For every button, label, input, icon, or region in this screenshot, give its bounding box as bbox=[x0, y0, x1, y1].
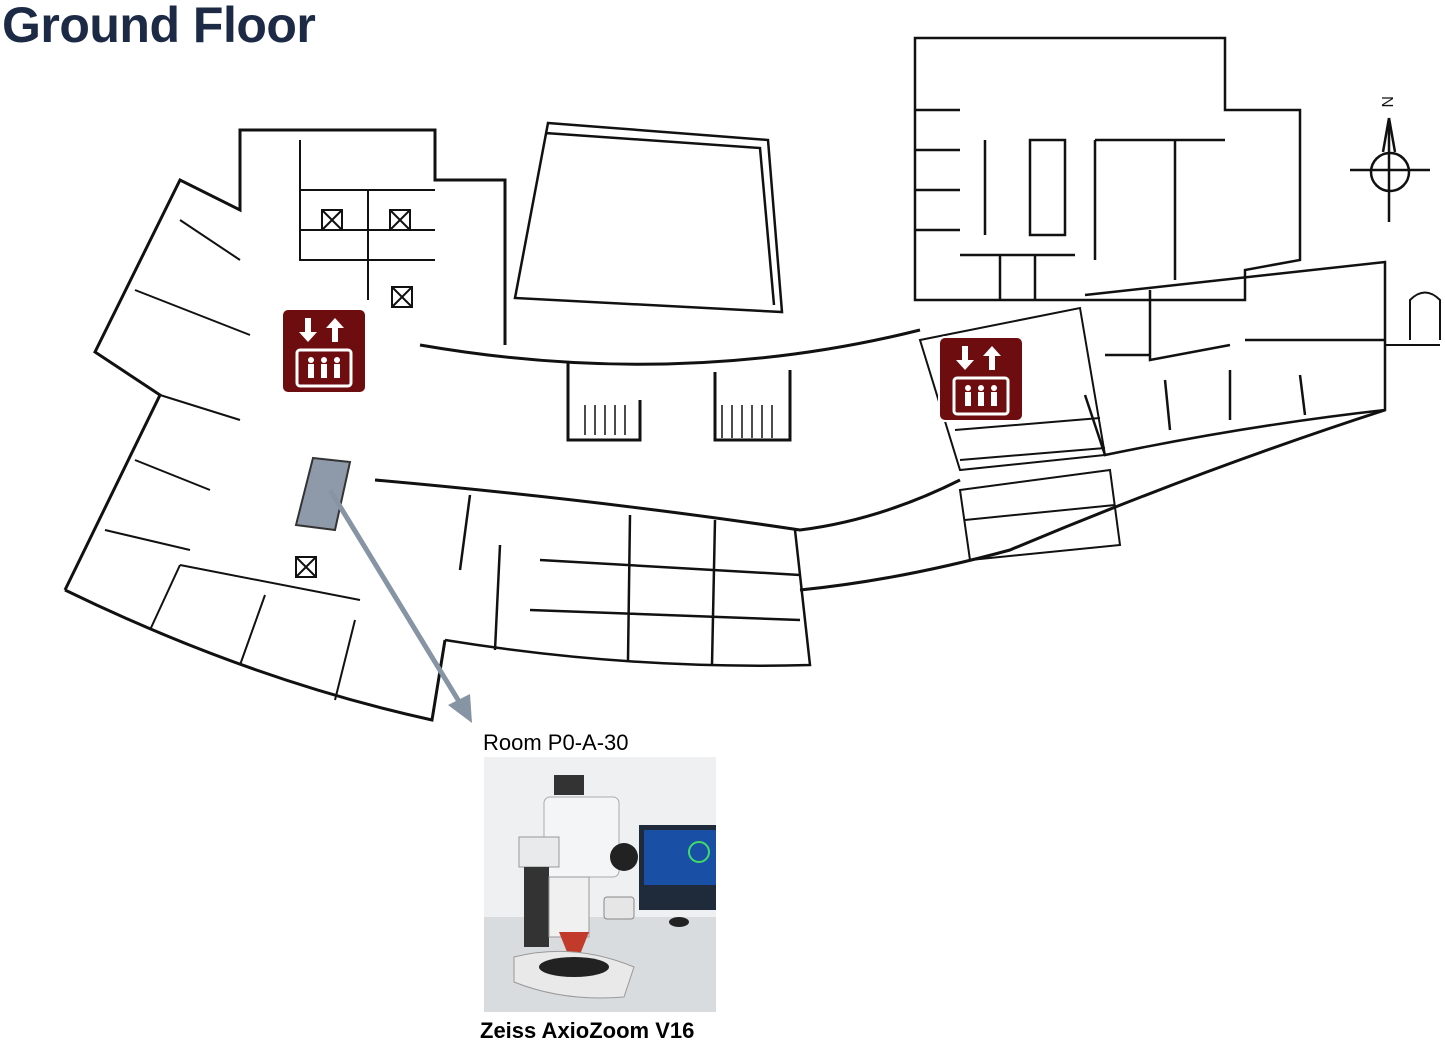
pointer-arrow bbox=[327, 488, 466, 710]
elevator-icon bbox=[283, 310, 365, 392]
south-east-arc bbox=[799, 408, 1386, 592]
pointer-arrowhead bbox=[448, 694, 472, 723]
courtyard bbox=[513, 121, 784, 314]
north-east-block bbox=[913, 36, 1302, 302]
microscope-photo bbox=[484, 757, 716, 1012]
east-core bbox=[918, 306, 1122, 562]
elevator-icon bbox=[940, 338, 1022, 420]
left-wing-south-arc bbox=[64, 588, 447, 722]
room-label: Room P0-A-30 bbox=[483, 730, 629, 755]
stairs-center bbox=[566, 362, 792, 442]
shaft-icons bbox=[295, 209, 413, 578]
corridor-north bbox=[419, 328, 921, 366]
east-stair bbox=[1385, 291, 1441, 346]
highlighted-room bbox=[294, 456, 352, 532]
corridor-south bbox=[374, 478, 961, 532]
left-wing-rooms bbox=[104, 140, 435, 701]
equipment-caption: Zeiss AxioZoom V16 bbox=[480, 1018, 695, 1043]
south-block bbox=[444, 494, 812, 667]
north-label: N bbox=[1378, 96, 1395, 108]
left-wing-outline bbox=[63, 128, 507, 591]
east-wing bbox=[1083, 260, 1387, 457]
north-arrow-icon bbox=[1350, 117, 1430, 222]
page-title: Ground Floor bbox=[2, 0, 316, 53]
